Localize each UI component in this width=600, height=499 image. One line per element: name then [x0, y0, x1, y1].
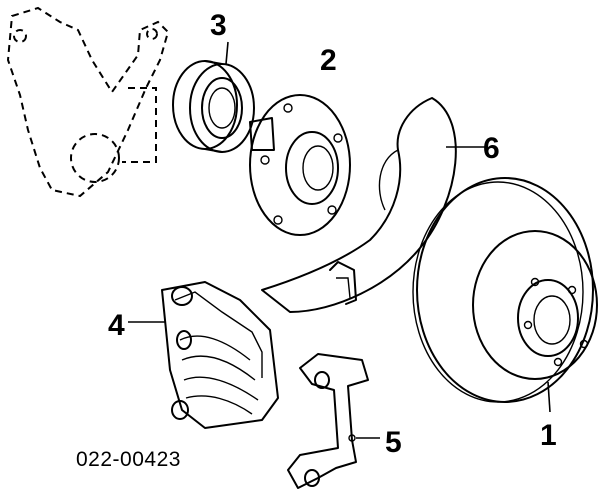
brake-caliper: [161, 281, 279, 429]
diagram-code: 022-00423: [76, 448, 181, 471]
callout-4: 4: [108, 309, 125, 342]
leader-lines: [128, 41, 551, 439]
callout-6: 6: [483, 132, 500, 165]
brake-rotor: [412, 177, 598, 403]
dust-shield: [261, 97, 457, 313]
leader-3: [225, 41, 229, 65]
wheel-bearing: [172, 60, 255, 153]
steering-knuckle: [6, 6, 170, 198]
callout-3: 3: [210, 9, 227, 42]
callout-1: 1: [540, 419, 557, 452]
wheel-hub: [249, 94, 351, 236]
callout-2: 2: [320, 44, 337, 77]
callout-5: 5: [385, 426, 402, 459]
caliper-bracket: [287, 353, 369, 489]
leader-1: [547, 381, 551, 413]
